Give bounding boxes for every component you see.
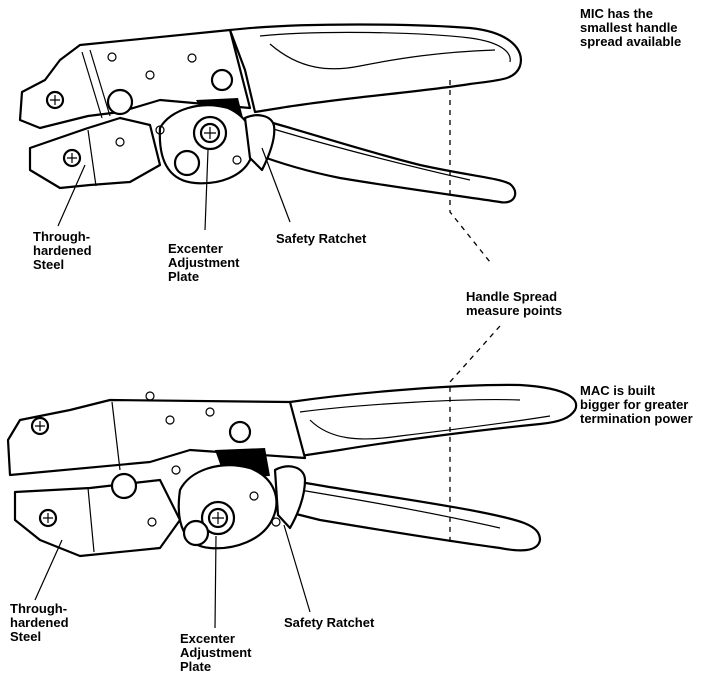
mic-steel-callout: Through- hardened Steel: [33, 230, 113, 272]
mac-steel-callout: Through- hardened Steel: [10, 602, 90, 644]
mac-ratchet-arm: [275, 466, 305, 528]
mac-upper-handle: [285, 385, 576, 456]
handle-spread-label: Handle Spread measure points: [466, 290, 606, 318]
mac-lower-handle: [280, 480, 540, 550]
mic-ratchet-callout: Safety Ratchet: [276, 232, 406, 246]
mic-plate-callout: Excenter Adjustment Plate: [168, 242, 268, 284]
mac-ratchet-callout: Safety Ratchet: [284, 616, 414, 630]
mic-upper-handle: [230, 25, 521, 113]
mac-crimper: [8, 385, 576, 556]
mac-plate-callout: Excenter Adjustment Plate: [180, 632, 280, 674]
mic-caption: MIC has the smallest handle spread avail…: [580, 7, 710, 49]
mac-caption: MAC is built bigger for greater terminat…: [580, 384, 710, 426]
mic-crimper: [20, 25, 521, 203]
